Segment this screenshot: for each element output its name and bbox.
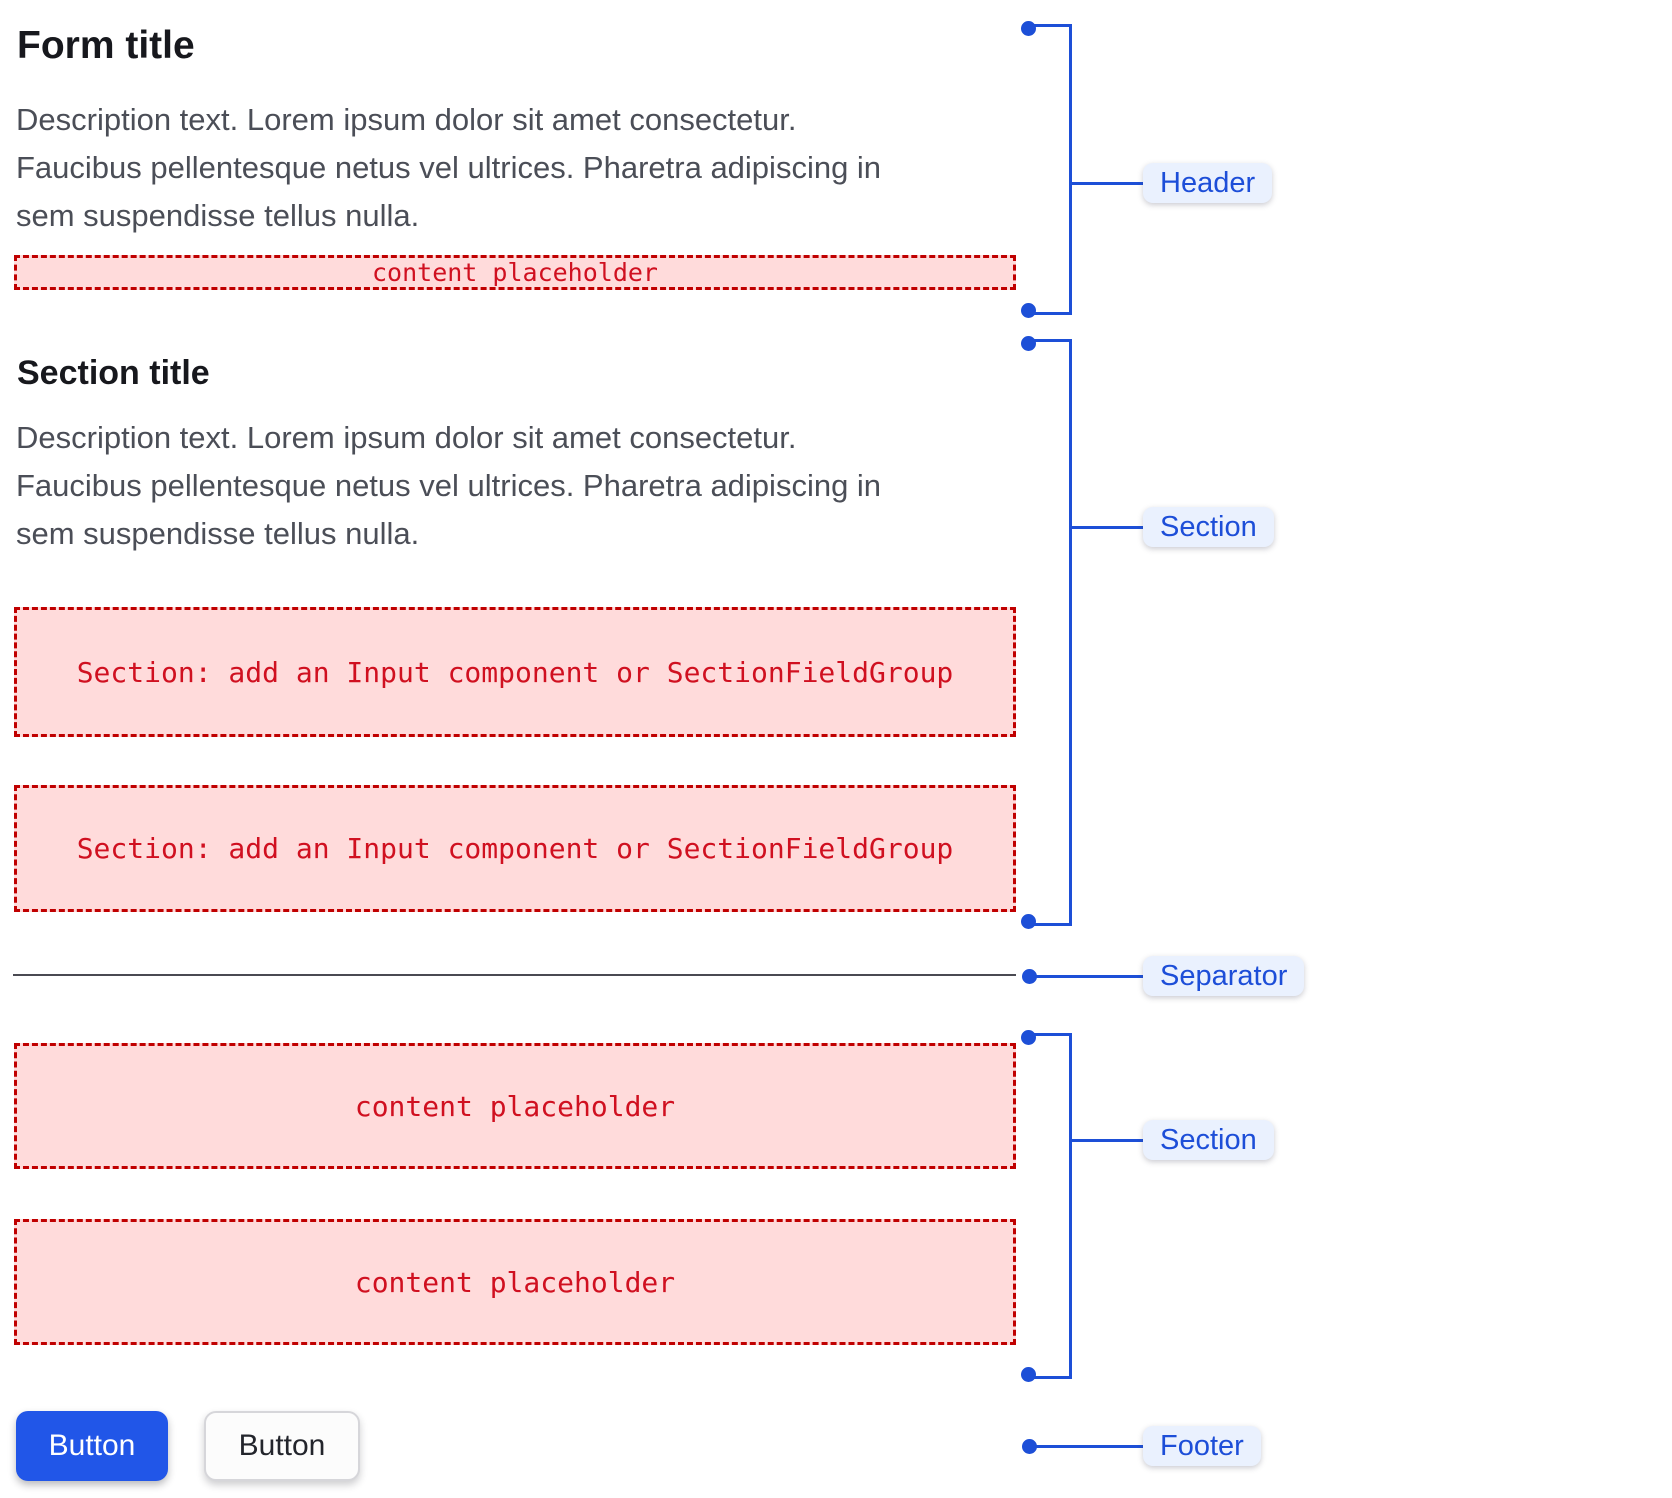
section-annotation-label: Section xyxy=(1143,507,1274,547)
placeholder-text: Section: add an Input component or Secti… xyxy=(76,655,954,689)
secondary-button[interactable]: Button xyxy=(204,1411,360,1481)
description-line: Faucibus pellentesque netus vel ultrices… xyxy=(16,150,882,185)
separator-line xyxy=(13,974,1016,976)
section2-annotation-label: Section xyxy=(1143,1120,1274,1160)
section2-content-placeholder-2: content placeholder xyxy=(14,1219,1016,1345)
anchor-dot xyxy=(1021,21,1036,36)
anchor-dot xyxy=(1021,1367,1036,1382)
section-input-placeholder-1: Section: add an Input component or Secti… xyxy=(14,607,1016,737)
section-title: Section title xyxy=(17,354,210,392)
description-line: Description text. Lorem ipsum dolor sit … xyxy=(16,102,797,137)
form-title: Form title xyxy=(17,24,195,67)
separator-callout-line xyxy=(1029,975,1143,978)
section2-bracket xyxy=(1021,1030,1072,1382)
footer-callout-line xyxy=(1029,1445,1143,1448)
placeholder-text: content placeholder xyxy=(372,258,658,287)
separator-annotation-label: Separator xyxy=(1143,956,1305,996)
description-line: Faucibus pellentesque netus vel ultrices… xyxy=(16,468,882,503)
header-annotation-label: Header xyxy=(1143,163,1273,203)
anchor-dot xyxy=(1021,336,1036,351)
description-line: sem suspendisse tellus nulla. xyxy=(16,198,420,233)
anchor-dot xyxy=(1021,914,1036,929)
form-description: Description text. Lorem ipsum dolor sit … xyxy=(16,96,881,240)
description-line: Description text. Lorem ipsum dolor sit … xyxy=(16,420,797,455)
description-line: sem suspendisse tellus nulla. xyxy=(16,516,420,551)
anchor-dot xyxy=(1021,1030,1036,1045)
placeholder-text: content placeholder xyxy=(354,1089,676,1123)
footer-annotation-label: Footer xyxy=(1143,1426,1261,1466)
section-branch-line xyxy=(1070,526,1143,529)
anchor-dot xyxy=(1021,303,1036,318)
section2-content-placeholder-1: content placeholder xyxy=(14,1043,1016,1169)
header-bracket xyxy=(1021,21,1072,318)
section-description: Description text. Lorem ipsum dolor sit … xyxy=(16,414,881,558)
primary-button[interactable]: Button xyxy=(16,1411,168,1481)
header-content-placeholder: content placeholder xyxy=(14,255,1016,290)
section2-branch-line xyxy=(1070,1139,1143,1142)
section-bracket xyxy=(1021,336,1072,929)
section-input-placeholder-2: Section: add an Input component or Secti… xyxy=(14,785,1016,912)
placeholder-text: Section: add an Input component or Secti… xyxy=(76,832,954,865)
placeholder-text: content placeholder xyxy=(354,1265,676,1299)
header-branch-line xyxy=(1070,182,1143,185)
